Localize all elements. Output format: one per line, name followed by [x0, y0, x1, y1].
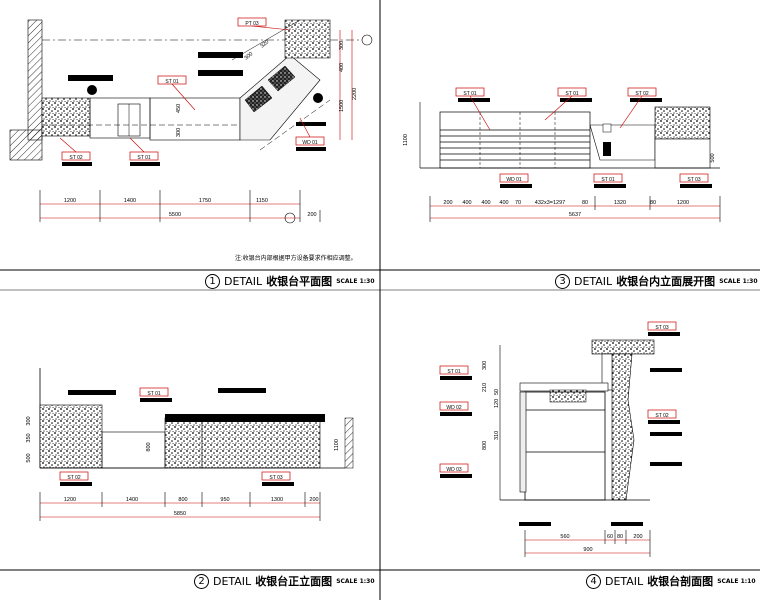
ie-dim-12: 500	[710, 153, 716, 162]
ie-dim-11: 1100	[403, 134, 409, 146]
tag-st03-s: ST 03	[655, 325, 668, 331]
sec-dim-10: 200	[633, 534, 642, 540]
ie-dim-1: 400	[462, 200, 471, 206]
tag-st02-e: ST 02	[635, 91, 648, 97]
tag-wd02-s: WD 02	[446, 405, 462, 411]
panel-scale-4: SCALE 1:10	[717, 577, 756, 585]
panel-scale-1: SCALE 1:30	[336, 277, 375, 285]
sec-dim-5: 800	[482, 441, 488, 450]
tag-st01-e2: ST 01	[565, 91, 578, 97]
plan-dim-2: 1750	[199, 198, 211, 204]
tag-wd01-e: WD 01	[506, 177, 522, 183]
panel-title-1: 1 DETAIL 收银台平面图 SCALE 1:30	[205, 273, 375, 289]
sec-dim-6: 560	[560, 534, 569, 540]
panel-scale-3: SCALE 1:30	[719, 277, 758, 285]
plan-dim-11: 300	[176, 128, 182, 137]
ie-dim-2: 400	[481, 200, 490, 206]
fe-dim-9: 300	[26, 416, 32, 425]
panel-name-1: 收银台平面图	[266, 275, 333, 288]
fe-dim-6: 5850	[174, 511, 186, 517]
panel-title-2: 2 DETAIL 收银台正立面图 SCALE 1:30	[194, 573, 375, 589]
plan-dim-0: 1200	[64, 198, 76, 204]
tag-st01b: ST 01	[137, 155, 150, 161]
fe-dim-5: 200	[309, 497, 318, 503]
tag-st01-f: ST 01	[147, 391, 160, 397]
ie-dim-4: 70	[515, 200, 521, 206]
ie-dim-0: 200	[443, 200, 452, 206]
tag-st01-e3: ST 01	[601, 177, 614, 183]
sec-dim-2: 50	[494, 389, 500, 395]
ie-dim-3: 400	[499, 200, 508, 206]
plan-dim-8: 1500	[339, 100, 345, 112]
fe-dim-11: 500	[26, 453, 32, 462]
plan-dim-13: 300	[243, 51, 254, 62]
ie-dim-10: 5637	[569, 212, 581, 218]
sec-dim-8: 60	[607, 534, 613, 540]
tag-st03-e: ST 03	[687, 177, 700, 183]
panel-name-3: 收银台内立面展开图	[616, 275, 716, 288]
fe-dim-0: 1200	[64, 497, 76, 503]
panel-number-2: 2	[194, 573, 209, 589]
plan-dim-12: 320	[259, 39, 270, 50]
plan-dim-6: 300	[339, 41, 345, 50]
panel-number-4: 4	[586, 573, 601, 589]
fe-dim-4: 1300	[271, 497, 283, 503]
sec-dim-9: 80	[617, 534, 623, 540]
panel-name-2: 收银台正立面图	[255, 575, 333, 588]
fe-dim-8: 800	[146, 442, 152, 451]
sec-dim-4: 310	[494, 431, 500, 440]
sec-dim-1: 210	[482, 383, 488, 392]
panel-scale-2: SCALE 1:30	[336, 577, 375, 585]
plan-dim-4: 200	[307, 212, 316, 218]
sec-dim-0: 300	[482, 361, 488, 370]
plan-dim-3: 1150	[256, 198, 268, 204]
plan-dim-10: 450	[176, 104, 182, 113]
sec-dim-3: 120	[494, 399, 500, 408]
plan-note: 注:收银台内部根据甲方设备要求作相应调整。	[235, 256, 357, 262]
plan-dim-7: 400	[339, 63, 345, 72]
panel-detail-4: DETAIL	[605, 574, 644, 588]
tag-st03-f: ST 03	[269, 475, 282, 481]
tag-wd01: WD 01	[302, 140, 318, 146]
panel-detail-2: DETAIL	[213, 574, 252, 588]
ie-dim-7: 1320	[614, 200, 626, 206]
plan-view: PT 03 ST 01 ST 02 ST 01 WD 01 1200 14	[9, 17, 373, 224]
tag-st02-f: ST 02	[67, 475, 80, 481]
ie-dim-5: 432x3=1297	[535, 200, 565, 206]
panel-title-4: 4 DETAIL 收银台剖面图 SCALE 1:10	[586, 573, 756, 589]
panel-number-3: 3	[555, 273, 570, 289]
tag-st01: ST 01	[165, 79, 178, 85]
fe-dim-3: 950	[220, 497, 229, 503]
section-view: ST 03 ST 01 WD 02 WD 03 ST 02 300 210 50…	[439, 321, 682, 557]
fe-dim-7: 1100	[334, 439, 340, 451]
panel-detail-1: DETAIL	[224, 274, 263, 288]
inner-elevation-view: ST 01 ST 01 ST 02 WD 01 ST 01 ST 03 200 …	[403, 87, 721, 222]
panel-name-4: 收银台剖面图	[647, 575, 714, 588]
plan-dim-9: 2200	[352, 88, 358, 100]
tag-st01-s: ST 01	[447, 369, 460, 375]
ie-dim-6: 80	[582, 200, 588, 206]
fe-dim-2: 800	[178, 497, 187, 503]
sec-dim-7: 900	[583, 547, 592, 553]
fe-dim-10: 350	[26, 433, 32, 442]
panel-number-1: 1	[205, 273, 220, 289]
tag-st02-s: ST 02	[655, 413, 668, 419]
ie-dim-9: 1200	[677, 200, 689, 206]
tag-st01-e: ST 01	[463, 91, 476, 97]
plan-dim-1: 1400	[124, 198, 136, 204]
tag-wd03-s: WD 03	[446, 467, 462, 473]
panel-title-3: 3 DETAIL 收银台内立面展开图 SCALE 1:30	[555, 273, 758, 289]
fe-dim-1: 1400	[126, 497, 138, 503]
tag-pt03: PT 03	[245, 21, 258, 27]
ie-dim-8: 80	[650, 200, 656, 206]
front-elevation-view: ST 01 ST 02 ST 03 1200 1400 800 950 1300…	[26, 368, 354, 521]
plan-dim-5: 5500	[169, 212, 181, 218]
tag-st02: ST 02	[69, 155, 82, 161]
panel-detail-3: DETAIL	[574, 274, 613, 288]
